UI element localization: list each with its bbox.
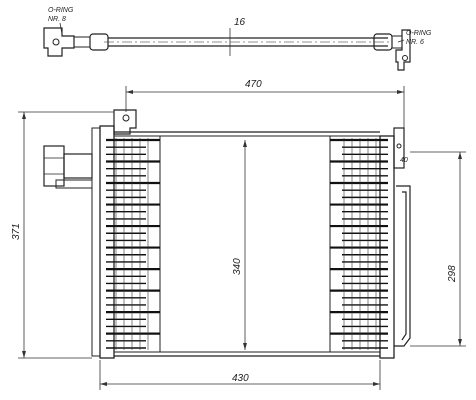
pipe-diameter-label: 16 bbox=[234, 17, 246, 28]
core-width-label: 470 bbox=[245, 79, 262, 90]
small-right-label: 40 bbox=[400, 157, 408, 164]
bottom-width-dimension-430: 430 bbox=[99, 360, 381, 390]
fin-grid bbox=[106, 138, 388, 350]
bottom-width-label: 430 bbox=[232, 373, 249, 384]
core-height-label: 340 bbox=[232, 258, 243, 275]
oring-right-label-1: O-RING bbox=[406, 30, 432, 37]
upper-bracket bbox=[113, 109, 137, 135]
radiator-frame bbox=[91, 125, 395, 359]
oring-left-label-2: NR. 8 bbox=[48, 16, 66, 23]
receiver-dryer: 40 bbox=[393, 127, 411, 347]
overall-height-label: 371 bbox=[11, 223, 22, 240]
oring-left-label-1: O-RING bbox=[48, 7, 74, 14]
right-height-label: 298 bbox=[447, 265, 458, 283]
core-height-dimension-340: 340 bbox=[232, 140, 247, 350]
right-height-dimension-298: 298 bbox=[410, 151, 466, 347]
right-pipe-fitting bbox=[395, 29, 411, 71]
overall-height-dimension-371: 371 bbox=[11, 111, 114, 359]
left-inlet-connector bbox=[43, 145, 93, 189]
width-dimension-470: 470 bbox=[125, 79, 405, 128]
oring-right-label-2: NR. 6 bbox=[406, 39, 424, 46]
top-pipe-assembly: 16 O-RING NR. 8 O-RING NR. 6 bbox=[43, 7, 432, 71]
